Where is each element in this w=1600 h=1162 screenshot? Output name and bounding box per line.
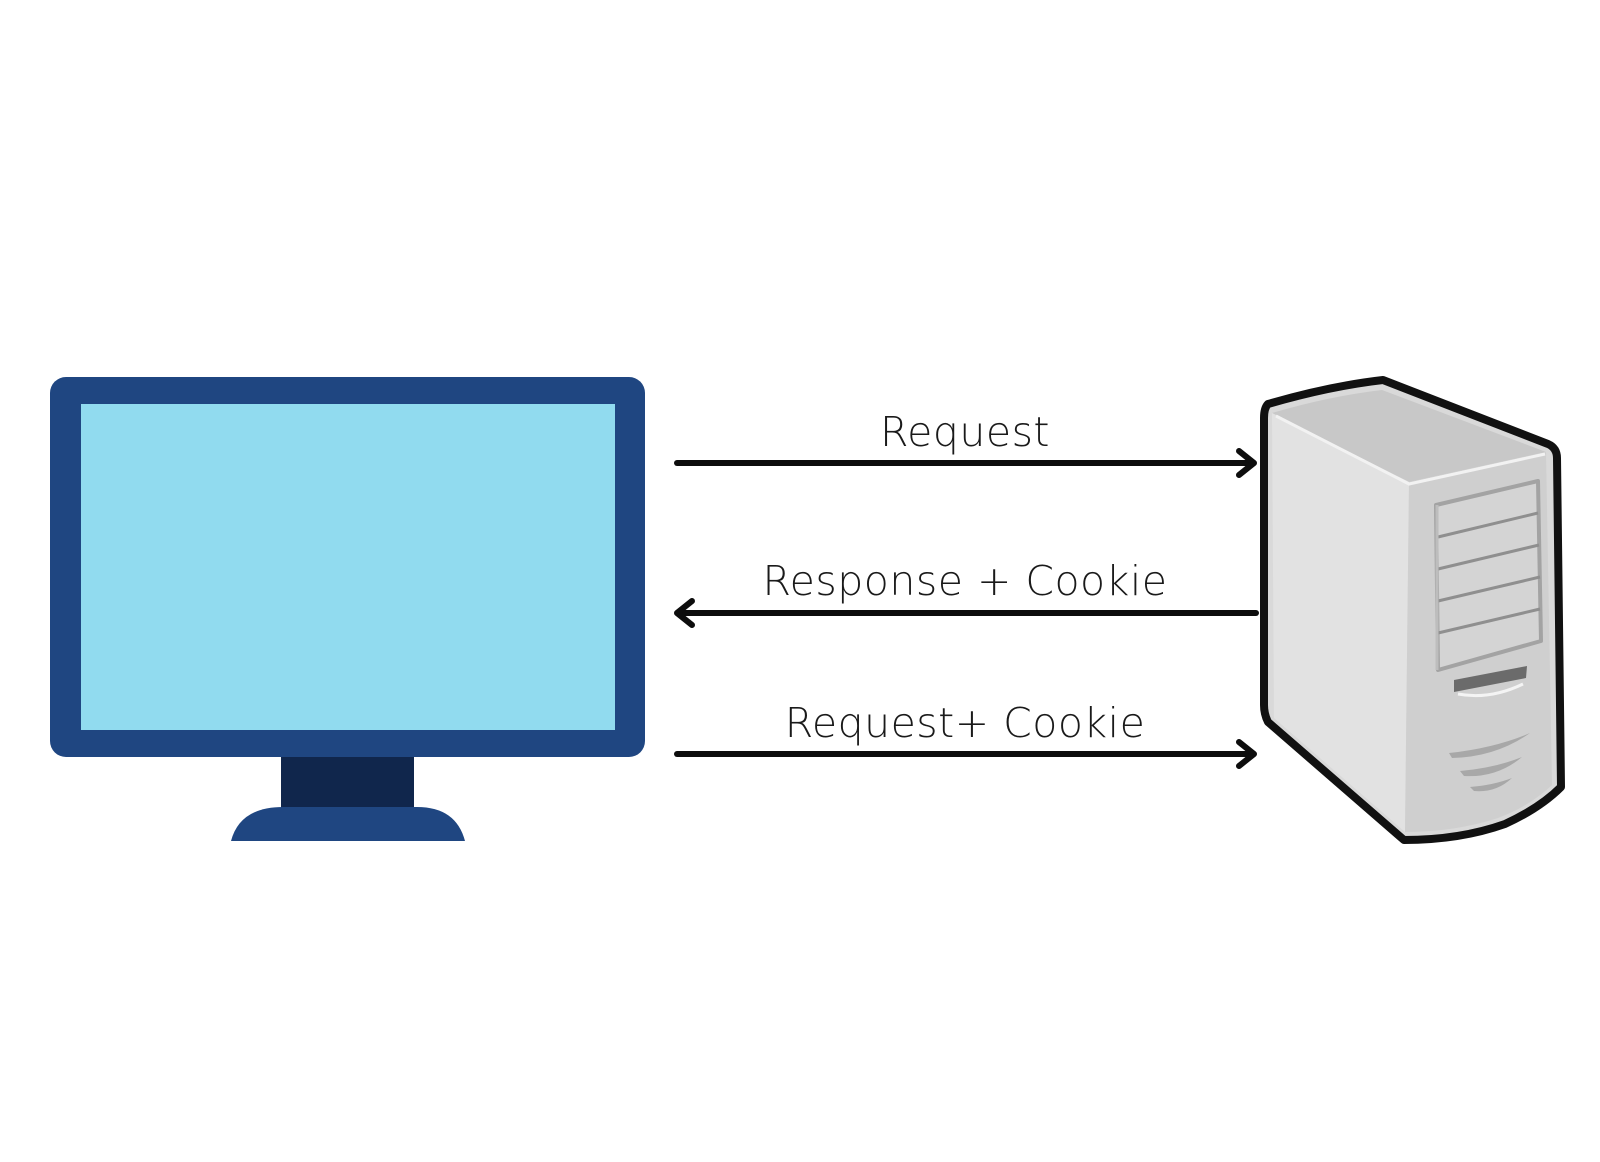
- optical-drive-slot: [1454, 666, 1527, 698]
- monitor-neck: [281, 757, 414, 809]
- server-side-face: [1272, 413, 1409, 832]
- response-cookie-arrow: [674, 598, 1259, 628]
- server-edge-highlight: [1275, 414, 1546, 486]
- request-label: Request: [879, 408, 1051, 456]
- server-vents: [1449, 733, 1530, 792]
- drive-bays: [1434, 479, 1543, 672]
- request-arrow: [674, 448, 1257, 478]
- server-tower-icon: [1260, 376, 1565, 844]
- monitor-base: [231, 807, 465, 841]
- response-cookie-label: Response + Cookie: [762, 557, 1168, 605]
- computer-monitor-icon: [50, 377, 645, 841]
- server-top-face: [1272, 390, 1546, 482]
- request-cookie-label: Request+ Cookie: [784, 699, 1146, 747]
- request-cookie-arrow: [674, 739, 1257, 769]
- monitor-screen: [81, 404, 615, 730]
